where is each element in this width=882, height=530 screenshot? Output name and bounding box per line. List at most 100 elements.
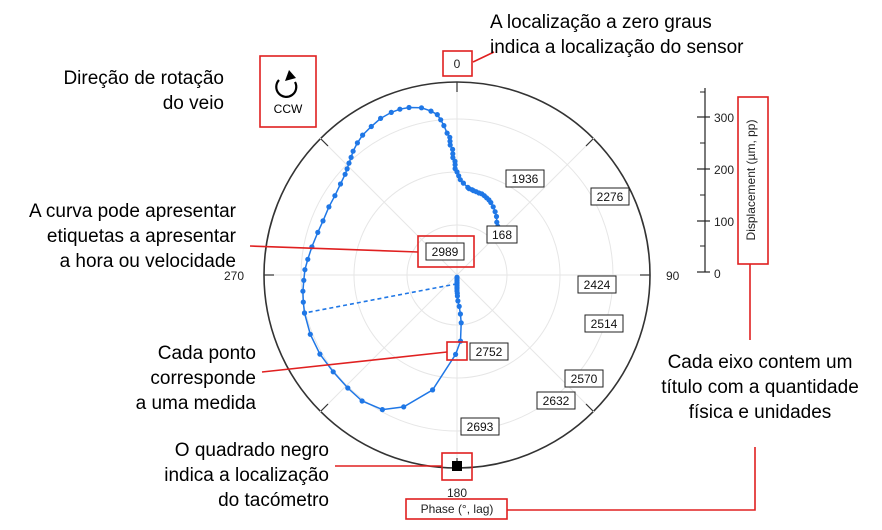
data-point — [337, 181, 344, 187]
amplitude-tick-label-100: 100 — [714, 215, 734, 229]
callout-line: Cada eixo contem um — [667, 352, 853, 373]
data-point — [453, 351, 459, 357]
point-label-text: 2570 — [571, 372, 598, 386]
phase-tick-label-90: 90 — [666, 269, 680, 283]
data-point — [302, 267, 308, 273]
callout-line: A curva pode apresentar — [28, 201, 236, 222]
data-point — [460, 180, 466, 186]
data-point — [492, 209, 498, 215]
connector-label — [249, 245, 419, 253]
data-point — [354, 140, 360, 146]
phase-tick — [585, 138, 594, 147]
data-curve-lower — [303, 277, 462, 411]
callout-line: etiquetas a apresentar — [46, 226, 236, 247]
data-point — [397, 106, 403, 112]
data-point — [326, 204, 332, 210]
point-label: 2752 — [469, 342, 509, 361]
data-point — [456, 173, 462, 179]
data-point — [494, 219, 500, 225]
point-label-box — [425, 242, 465, 261]
data-point — [360, 132, 366, 138]
data-point — [320, 218, 326, 224]
data-point — [457, 177, 463, 183]
callout-line: Direção de rotação — [63, 68, 224, 89]
phase-tick-label-180: 180 — [447, 486, 467, 500]
callout-connectors — [249, 51, 756, 511]
data-point — [457, 311, 463, 317]
data-point — [344, 166, 350, 172]
point-label-box — [584, 314, 624, 333]
phase-tick-label-0: 0 — [454, 57, 461, 71]
data-point — [401, 404, 407, 410]
point-label-text: 2632 — [543, 394, 570, 408]
data-points — [300, 104, 501, 413]
point-label: 2276 — [590, 187, 630, 206]
data-point — [465, 184, 471, 190]
callout-line: indica a localização — [164, 465, 329, 486]
data-point — [454, 274, 460, 280]
connector-zero — [472, 51, 495, 63]
data-point — [348, 154, 354, 160]
point-label-box — [486, 225, 518, 244]
data-point — [301, 310, 308, 316]
point-label: 168 — [486, 225, 518, 244]
phase-tick-label-270: 270 — [224, 269, 244, 283]
rotation-direction-label: CCW — [274, 102, 303, 116]
point-label-text: 2276 — [597, 190, 624, 204]
point-label-text: 2693 — [467, 420, 494, 434]
callout-line: indica a localização do sensor — [490, 37, 744, 58]
point-label: 2514 — [584, 314, 624, 333]
amplitude-tick-label-0: 0 — [714, 267, 721, 281]
data-point — [300, 299, 306, 305]
data-point — [342, 171, 348, 177]
data-point — [300, 288, 306, 294]
callout-line: a uma medida — [135, 393, 256, 414]
data-point — [332, 193, 338, 199]
point-label-box — [469, 342, 509, 361]
highlight-rotation — [259, 55, 317, 128]
point-label: 2632 — [536, 391, 576, 410]
data-point — [428, 108, 434, 114]
data-point — [368, 123, 374, 130]
data-point — [430, 387, 436, 393]
point-label-text: 2989 — [432, 245, 459, 259]
callout-line: do veio — [162, 93, 224, 114]
callout-line: título com a quantidade — [661, 377, 859, 398]
phase-tick — [585, 403, 594, 412]
callout-line: do tacómetro — [218, 490, 329, 511]
point-label: 2570 — [564, 369, 604, 388]
callout-line: corresponde — [150, 368, 256, 389]
data-point — [388, 109, 394, 115]
data-point — [444, 130, 450, 136]
callout-line: a hora ou velocidade — [59, 251, 236, 272]
callout-line: Cada ponto — [157, 343, 256, 364]
data-point — [378, 115, 384, 121]
callout-zero-degrees: A localização a zero graus indica a loca… — [490, 10, 744, 60]
data-point — [418, 105, 425, 111]
data-point — [447, 134, 453, 140]
point-label-box — [505, 169, 545, 188]
amplitude-tick-label-200: 200 — [714, 163, 734, 177]
point-label-text: 2752 — [476, 345, 503, 359]
point-label-box — [460, 417, 500, 436]
highlight-boxes — [259, 50, 769, 520]
data-point — [450, 151, 456, 157]
tachometer-marker — [452, 461, 462, 471]
highlight-point — [446, 341, 468, 361]
point-label-text: 2424 — [584, 278, 611, 292]
data-point — [350, 148, 356, 154]
data-point — [307, 331, 313, 337]
highlight-zero — [442, 50, 473, 77]
callout-line: física e unidades — [688, 402, 832, 423]
point-label: 2989 — [425, 242, 465, 261]
data-point — [458, 320, 464, 326]
data-point — [490, 204, 496, 210]
highlight-amplitude-title — [737, 96, 769, 265]
amplitude-axis-title: Displacement (µm, pp) — [744, 120, 758, 241]
point-label: 1936 — [505, 169, 545, 188]
callout-measurement-point: Cada ponto corresponde a uma medida — [136, 341, 256, 416]
phase-tick — [320, 403, 329, 412]
ccw-rotation-icon — [275, 70, 298, 98]
